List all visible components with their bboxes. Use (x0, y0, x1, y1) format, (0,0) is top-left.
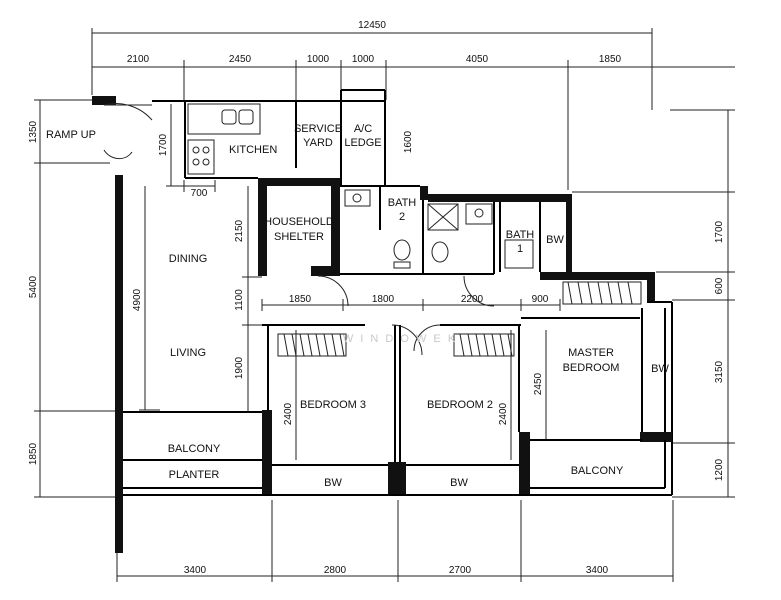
label-master-bedroom: BEDROOM (563, 362, 620, 374)
dim-1900: 1900 (234, 356, 245, 379)
dim-bottom-1: 3400 (184, 565, 207, 576)
label-bath2-num: 2 (399, 211, 405, 223)
dim-top-5: 4050 (466, 54, 489, 65)
dim-1850: 1850 (289, 294, 312, 305)
label-household: HOUSEHOLD (264, 216, 334, 228)
dim-bed3-2400: 2400 (283, 402, 294, 425)
label-bed3-bw: BW (324, 477, 342, 489)
dim-right-4: 3150 (714, 360, 725, 383)
dim-bottom-2: 2800 (324, 565, 347, 576)
label-bedroom3: BEDROOM 3 (300, 399, 366, 411)
dim-overall-width: 12450 (358, 20, 386, 31)
dim-kitchen-1700: 1700 (158, 133, 169, 156)
label-bedroom2: BEDROOM 2 (427, 399, 493, 411)
dim-4900: 4900 (132, 288, 143, 311)
label-master: MASTER (568, 347, 614, 359)
dimension-labels: 12450 2100 2450 1000 1000 4050 1850 3400… (28, 20, 725, 576)
label-dining: DINING (169, 253, 208, 265)
dim-700: 700 (191, 188, 208, 199)
dim-1100: 1100 (234, 289, 245, 311)
label-yard: YARD (303, 137, 333, 149)
label-living: LIVING (170, 347, 206, 359)
room-labels: RAMP UP KITCHEN SERVICE YARD A/C LEDGE H… (46, 123, 669, 489)
label-balcony-left: BALCONY (168, 443, 221, 455)
walls (92, 89, 673, 553)
label-bath1: BATH (506, 229, 535, 241)
label-service: SERVICE (294, 123, 342, 135)
dim-right-3: 600 (714, 277, 725, 294)
dim-bed2-2400: 2400 (498, 402, 509, 425)
dim-right-1: 1600 (403, 130, 414, 153)
label-shelter: SHELTER (274, 231, 324, 243)
label-bath1-bw: BW (546, 234, 564, 246)
dim-2200: 2200 (461, 294, 484, 305)
label-planter: PLANTER (169, 469, 220, 481)
label-ramp-up: RAMP UP (46, 129, 96, 141)
dim-top-3: 1000 (307, 54, 330, 65)
dim-right-5: 1200 (714, 458, 725, 481)
dim-900: 900 (532, 294, 549, 305)
dim-top-1: 2100 (127, 54, 150, 65)
dim-bottom-3: 2700 (449, 565, 472, 576)
dim-top-4: 1000 (352, 54, 375, 65)
label-balcony-right: BALCONY (571, 465, 624, 477)
dim-bottom-4: 3400 (586, 565, 609, 576)
label-ledge: LEDGE (344, 137, 381, 149)
dim-right-2: 1700 (714, 220, 725, 243)
label-bed2-bw: BW (450, 477, 468, 489)
fixtures (103, 103, 642, 357)
dim-left-2: 5400 (28, 275, 39, 298)
label-bath2: BATH (388, 197, 417, 209)
label-ac: A/C (354, 123, 372, 135)
dim-master-2450: 2450 (533, 372, 544, 395)
dim-left-1: 1350 (28, 120, 39, 143)
hatching (283, 281, 633, 357)
label-kitchen: KITCHEN (229, 144, 277, 156)
dim-top-6: 1850 (599, 54, 622, 65)
dim-left-3: 1850 (28, 442, 39, 465)
label-master-bw: BW (651, 363, 669, 375)
watermark: W I N D O W E K (343, 333, 457, 345)
dim-2150: 2150 (234, 219, 245, 242)
dim-1800: 1800 (372, 294, 395, 305)
dim-top-2: 2450 (229, 54, 252, 65)
label-bath1-num: 1 (517, 243, 523, 255)
